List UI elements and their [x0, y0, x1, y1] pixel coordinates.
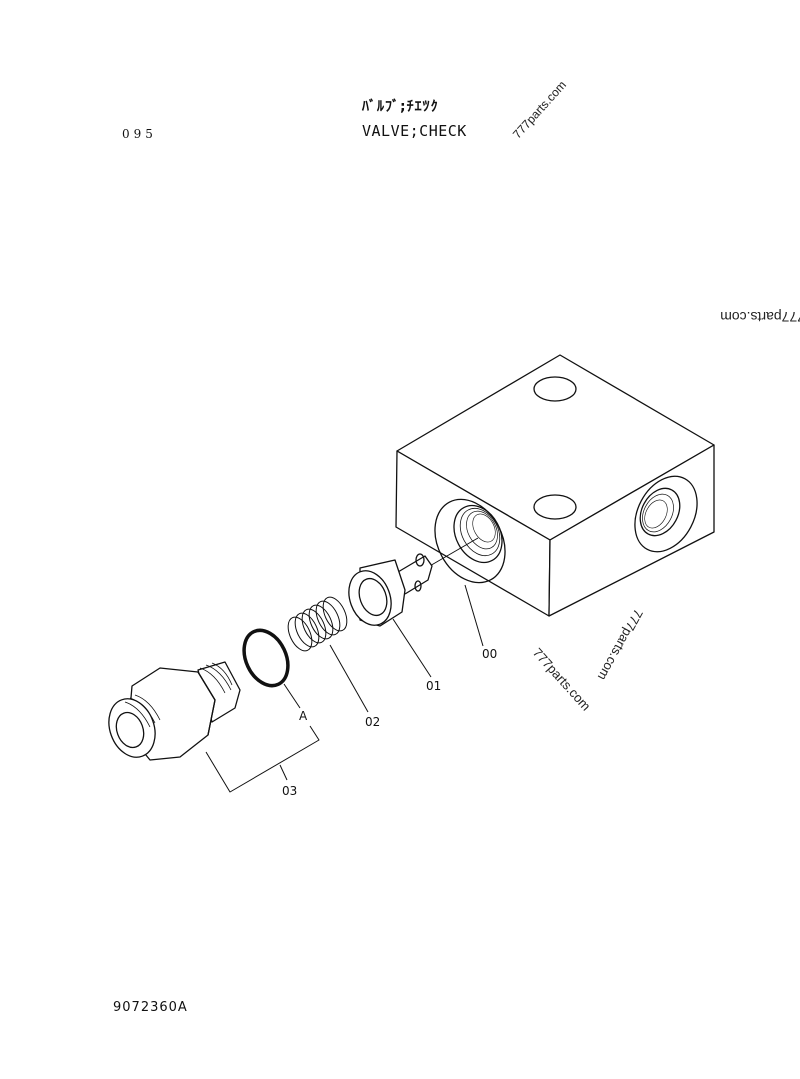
o-ring	[242, 628, 290, 688]
label-part-01: 01	[426, 679, 441, 693]
label-part-02: 02	[365, 715, 380, 729]
title-japanese: ﾊﾞﾙﾌﾞ;ﾁｴﾂｸ	[362, 99, 439, 115]
label-part-00: 00	[482, 647, 497, 661]
check-valve-poppet	[348, 553, 433, 627]
label-part-A: A	[299, 709, 308, 723]
drawing-number: 9072360A	[113, 1000, 188, 1015]
page-number: 095	[122, 127, 157, 141]
fitting-plug	[108, 661, 241, 761]
spring	[287, 596, 348, 652]
valve-body-block	[395, 354, 715, 617]
title-english: VALVE;CHECK	[362, 122, 467, 140]
label-part-03: 03	[282, 784, 297, 798]
